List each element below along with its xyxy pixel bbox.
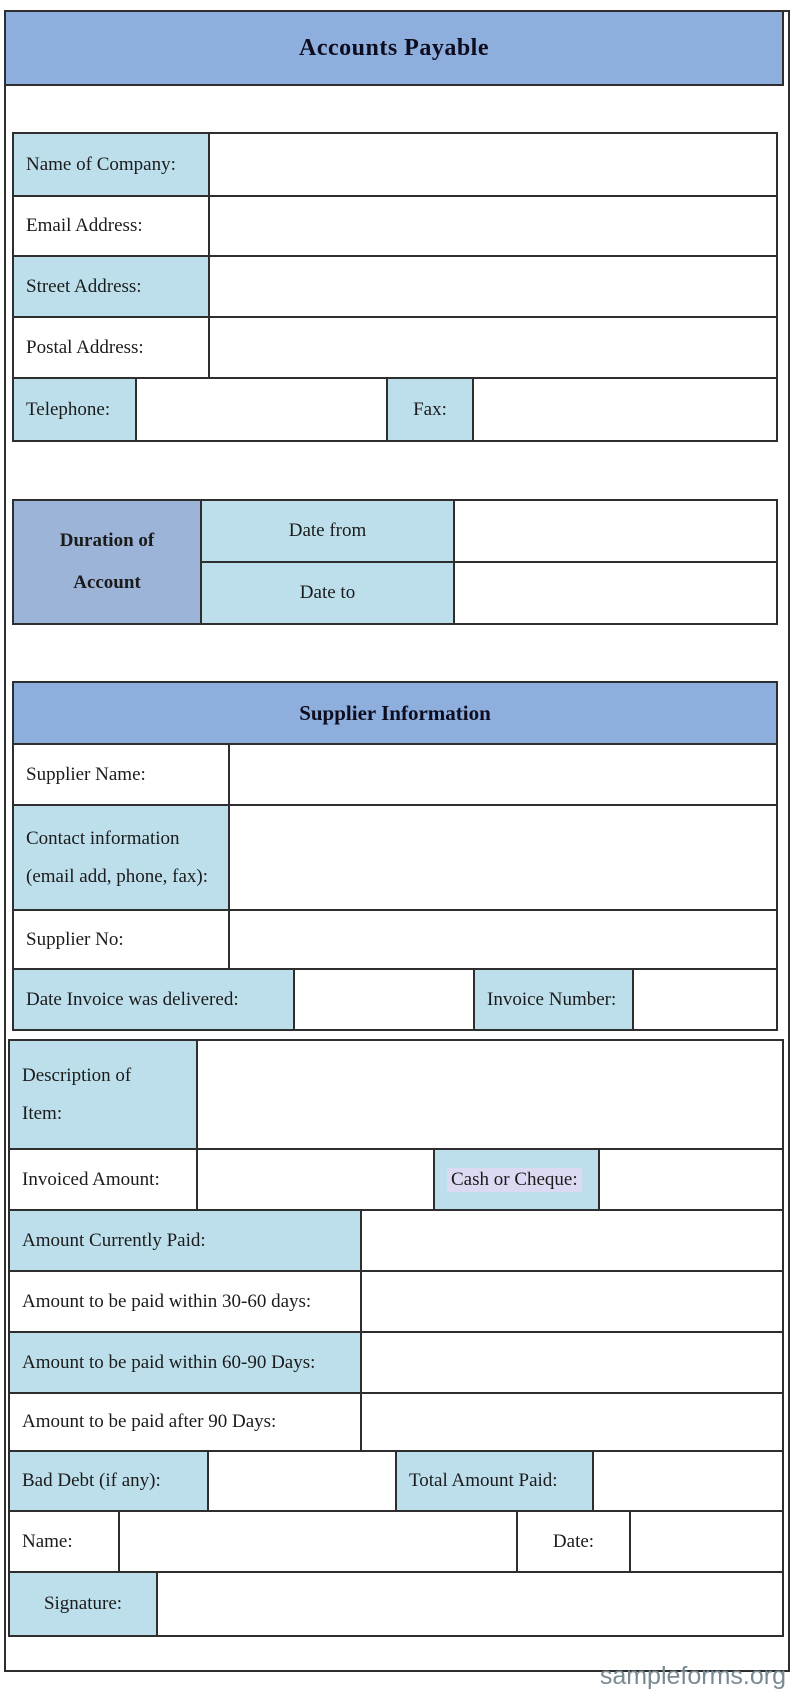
amount-paid-after-90-days-input[interactable]: [360, 1394, 782, 1450]
duration-of-account-label: Duration of Account: [14, 501, 200, 623]
amount-paid-after-90-days-label: Amount to be paid after 90 Days:: [22, 1411, 277, 1432]
postal-address-label: Postal Address:: [26, 336, 144, 358]
description-of-item-label-line1: Description of: [22, 1064, 132, 1086]
invoice-number-input[interactable]: [632, 970, 776, 1029]
table-row: Supplier No:: [14, 909, 776, 968]
table-row: Date from: [202, 501, 776, 561]
invoiced-amount-input[interactable]: [196, 1150, 433, 1209]
table-row: Invoiced Amount: Cash or Cheque:: [10, 1148, 782, 1209]
date-label: Date:: [516, 1512, 629, 1571]
amount-currently-paid-input[interactable]: [360, 1211, 782, 1270]
invoice-number-label: Invoice Number:: [473, 970, 632, 1029]
total-amount-paid-input[interactable]: [592, 1452, 782, 1510]
description-of-item-input[interactable]: [196, 1041, 782, 1148]
signature-label: Signature:: [10, 1573, 156, 1635]
street-address-label: Street Address:: [14, 257, 208, 316]
table-row: Email Address:: [14, 195, 776, 255]
description-of-item-label: Description of Item:: [10, 1041, 196, 1148]
duration-label-line1: Duration of: [59, 530, 155, 551]
form-title: Accounts Payable: [299, 34, 489, 61]
table-row: Signature:: [10, 1571, 782, 1635]
duration-label-line2: Account: [73, 572, 141, 593]
cash-or-cheque-label: Cash or Cheque:: [433, 1150, 598, 1209]
cash-or-cheque-input[interactable]: [598, 1150, 782, 1209]
fax-input[interactable]: [472, 379, 776, 440]
supplier-no-label: Supplier No:: [26, 928, 124, 950]
table-row: Amount to be paid within 30-60 days:: [10, 1270, 782, 1331]
name-of-company-label: Name of Company:: [14, 134, 208, 195]
contact-information-label: Contact information (email add, phone, f…: [14, 806, 228, 909]
contact-information-input[interactable]: [228, 806, 776, 909]
table-row: Date Invoice was delivered: Invoice Numb…: [14, 968, 776, 1029]
date-invoice-delivered-input[interactable]: [293, 970, 473, 1029]
fax-label: Fax:: [386, 379, 472, 440]
contact-information-label-line2: (email add, phone, fax):: [26, 865, 209, 887]
duration-of-account-table: Duration of Account Date from Date to: [12, 499, 778, 625]
form-outer-border: [4, 10, 790, 1672]
signature-input[interactable]: [156, 1573, 782, 1635]
contact-information-label-line1: Contact information: [26, 827, 180, 849]
street-address-input[interactable]: [208, 257, 776, 316]
table-row: Supplier Information: [14, 683, 776, 743]
table-row: Supplier Name:: [14, 743, 776, 804]
company-info-table: Name of Company: Email Address: Street A…: [12, 132, 778, 442]
invoiced-amount-label: Invoiced Amount:: [22, 1168, 160, 1190]
payment-details-table: Description of Item: Invoiced Amount: Ca…: [8, 1039, 784, 1637]
name-label: Name:: [22, 1530, 73, 1552]
table-row: Duration of Account Date from Date to: [14, 501, 776, 623]
bad-debt-label: Bad Debt (if any):: [10, 1452, 207, 1510]
form-title-bar: Accounts Payable: [6, 12, 784, 86]
table-row: Description of Item:: [10, 1041, 782, 1148]
supplier-information-table: Supplier Information Supplier Name: Cont…: [12, 681, 778, 1031]
date-from-label: Date from: [202, 501, 453, 561]
supplier-no-input[interactable]: [228, 911, 776, 968]
telephone-label: Telephone:: [14, 379, 135, 440]
table-row: Name of Company:: [14, 134, 776, 195]
table-row: Street Address:: [14, 255, 776, 316]
date-to-input[interactable]: [453, 563, 776, 623]
table-row: Postal Address:: [14, 316, 776, 377]
watermark-sampleforms: sampleforms.org: [599, 1662, 786, 1690]
date-to-label: Date to: [202, 563, 453, 623]
table-row: Amount to be paid after 90 Days:: [10, 1392, 782, 1450]
table-row: Amount to be paid within 60-90 Days:: [10, 1331, 782, 1392]
amount-paid-60-90-days-label: Amount to be paid within 60-90 Days:: [10, 1333, 360, 1392]
amount-paid-30-60-days-label: Amount to be paid within 30-60 days:: [22, 1290, 312, 1312]
table-row: Telephone: Fax:: [14, 377, 776, 440]
description-of-item-label-line2: Item:: [22, 1102, 63, 1124]
total-amount-paid-label: Total Amount Paid:: [395, 1452, 592, 1510]
table-row: Amount Currently Paid:: [10, 1209, 782, 1270]
date-invoice-delivered-label: Date Invoice was delivered:: [14, 970, 293, 1029]
table-row: Name: Date:: [10, 1510, 782, 1571]
amount-paid-30-60-days-input[interactable]: [360, 1272, 782, 1331]
supplier-name-label: Supplier Name:: [26, 763, 146, 785]
table-row: Date to: [202, 561, 776, 623]
table-row: Contact information (email add, phone, f…: [14, 804, 776, 909]
name-of-company-input[interactable]: [208, 134, 776, 195]
supplier-name-input[interactable]: [228, 745, 776, 804]
postal-address-input[interactable]: [208, 318, 776, 377]
email-address-label: Email Address:: [26, 215, 143, 236]
table-row: Bad Debt (if any): Total Amount Paid:: [10, 1450, 782, 1510]
name-input[interactable]: [118, 1512, 516, 1571]
amount-paid-60-90-days-input[interactable]: [360, 1333, 782, 1392]
bad-debt-input[interactable]: [207, 1452, 395, 1510]
date-input[interactable]: [629, 1512, 782, 1571]
date-from-input[interactable]: [453, 501, 776, 561]
supplier-information-header: Supplier Information: [14, 683, 776, 743]
duration-dates-group: Date from Date to: [200, 501, 776, 623]
cash-or-cheque-label-text: Cash or Cheque:: [447, 1167, 582, 1192]
amount-currently-paid-label: Amount Currently Paid:: [10, 1211, 360, 1270]
telephone-input[interactable]: [135, 379, 386, 440]
email-address-input[interactable]: [208, 197, 776, 255]
